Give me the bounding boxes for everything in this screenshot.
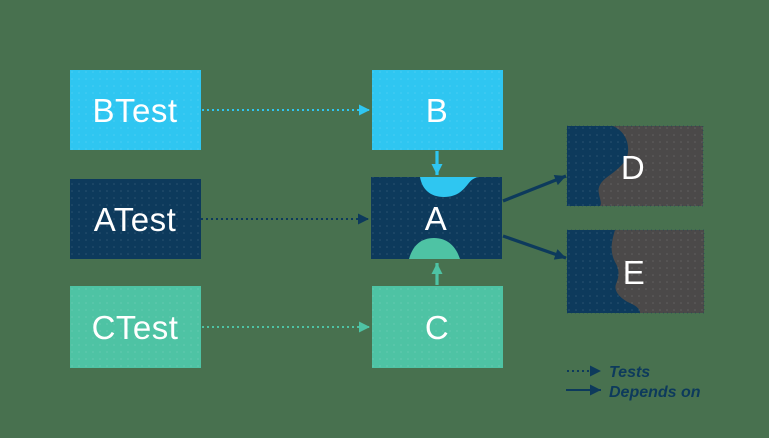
node-e-texture [567,230,704,313]
node-c-texture [372,286,503,368]
splash-c-into-a [409,238,460,259]
node-atest-label: ATest [94,201,177,238]
node-e-border [566,229,705,314]
edge-a-depends-d [502,174,567,203]
node-e-label: E [623,254,646,291]
node-a: A [371,177,502,259]
legend-depends-label: Depends on [609,384,701,401]
node-c-label: C [425,309,449,346]
node-btest-label: BTest [92,92,177,129]
node-ctest-label: CTest [92,309,179,346]
node-d-label: D [621,149,645,186]
node-b-texture [372,70,503,150]
edge-a-depends-e [502,234,567,260]
legend-tests-label: Tests [609,364,650,381]
node-btest: BTest [70,70,201,150]
node-atest: ATest [70,179,201,259]
edges [201,104,567,333]
node-a-label: A [425,200,448,237]
node-b: B [372,70,503,150]
node-d-texture [567,126,703,206]
node-d-border [566,125,704,207]
node-ctest-texture [70,286,201,368]
node-e: E [566,229,705,314]
legend: Tests Depends on [566,364,701,401]
node-btest-texture [70,70,201,150]
node-b-label: B [426,92,449,129]
node-ctest: CTest [70,286,201,368]
node-d: D [566,125,704,207]
node-atest-texture [70,179,201,259]
splash-b-into-a [420,177,478,197]
node-c: C [372,286,503,368]
